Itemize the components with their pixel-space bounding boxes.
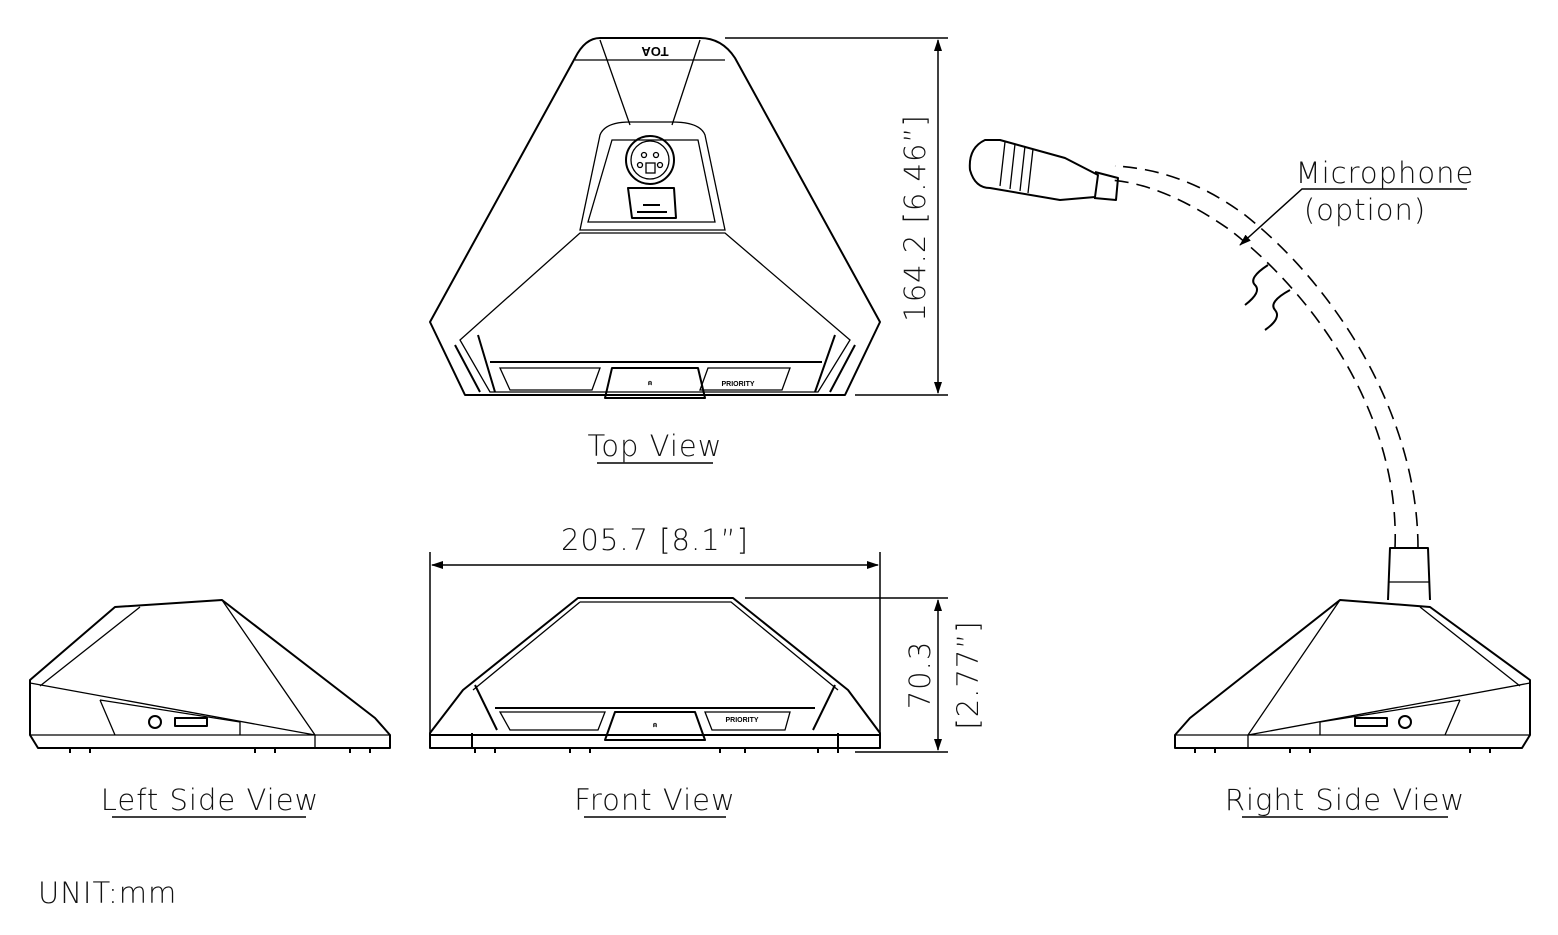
toa-logo: TOA xyxy=(641,44,669,59)
priority-label: PRIORITY xyxy=(721,381,754,388)
microphone-option-label: (option) xyxy=(1304,193,1426,227)
microphone-label: Microphone xyxy=(1296,156,1475,190)
microphone-drawing xyxy=(968,139,1431,601)
priority-label: PRIORITY xyxy=(725,717,758,724)
width-dimension-text: 205.7 [8.1”] xyxy=(561,523,749,557)
height-mm-text: 70.3 xyxy=(903,641,937,710)
left-side-view-label: Left Side View xyxy=(101,783,320,817)
front-view-drawing: ⍝ PRIORITY xyxy=(429,597,881,753)
front-view-label: Front View xyxy=(574,783,735,817)
button-icon-label: ⍝ xyxy=(653,722,658,729)
microphone-callout: Microphone (option) xyxy=(1239,156,1475,246)
left-side-view-drawing xyxy=(29,599,391,753)
width-dimension: 205.7 [8.1”] xyxy=(429,523,881,733)
height-in-text: [2.77”] xyxy=(951,620,985,729)
unit-label: UNIT:mm xyxy=(38,876,177,910)
top-view-drawing: ⍝ PRIORITY TOA xyxy=(429,37,881,399)
top-view-label: Top View xyxy=(588,429,723,463)
button-icon-label: ⍝ xyxy=(648,380,653,387)
right-side-view-label: Right Side View xyxy=(1225,783,1465,817)
right-side-view-drawing xyxy=(1174,599,1531,753)
height-dimension: 70.3 [2.77”] xyxy=(745,597,985,753)
depth-dimension: 164.2 [6.46”] xyxy=(725,37,948,396)
depth-dimension-text: 164.2 [6.46”] xyxy=(898,114,932,321)
